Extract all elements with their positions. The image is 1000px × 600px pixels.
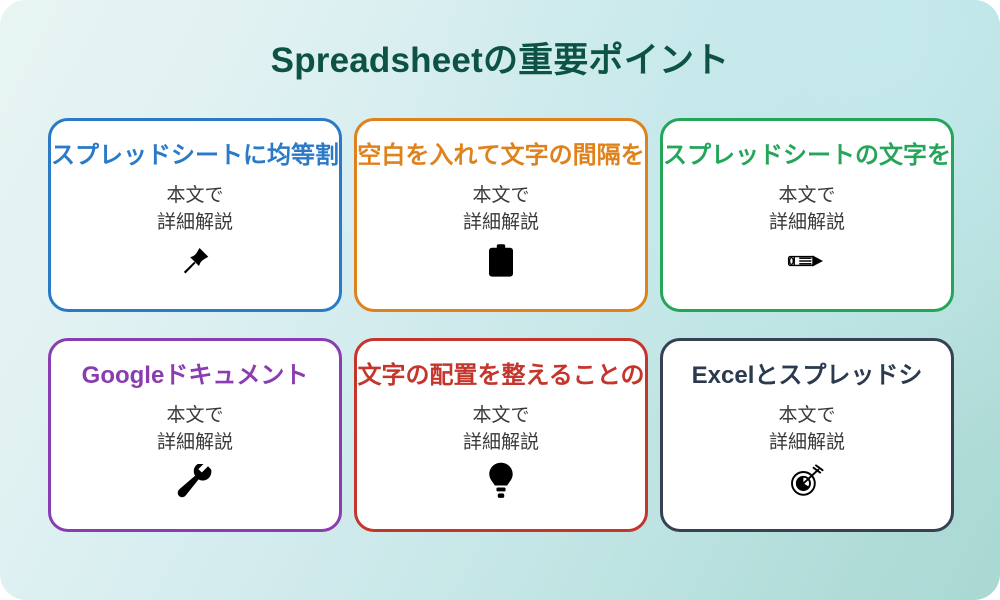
card-item[interactable]: スプレッドシートに均等割 本文で 詳細解説: [48, 118, 342, 312]
card-body-text: 本文で 詳細解説: [156, 185, 233, 234]
card-item[interactable]: 文字の配置を整えることの 本文で 詳細解説: [354, 338, 648, 532]
pencil-icon: [787, 241, 827, 281]
card-heading: 文字の配置を整えることの: [357, 362, 645, 389]
card-body-text: 本文で 詳細解説: [462, 405, 539, 454]
card-body-text: 本文で 詳細解説: [462, 185, 539, 234]
clipboard-icon: [485, 241, 517, 281]
card-heading: Googleドキュメント: [81, 362, 309, 389]
card-heading: スプレッドシートの文字を: [663, 142, 951, 169]
card-content: Googleドキュメント 本文で 詳細解説: [51, 341, 339, 529]
card-heading: スプレッドシートに均等割: [51, 142, 339, 169]
card-content: スプレッドシートの文字を 本文で 詳細解説: [663, 121, 951, 309]
card-content: Excelとスプレッドシ 本文で 詳細解説: [663, 341, 951, 529]
card-content: 空白を入れて文字の間隔を 本文で 詳細解説: [357, 121, 645, 309]
card-item[interactable]: Excelとスプレッドシ 本文で 詳細解説: [660, 338, 954, 532]
page-title: Spreadsheetの重要ポイント: [270, 41, 730, 80]
card-item[interactable]: 空白を入れて文字の間隔を 本文で 詳細解説: [354, 118, 648, 312]
card-body-text: 本文で 詳細解説: [156, 405, 233, 454]
card-content: 文字の配置を整えることの 本文で 詳細解説: [357, 341, 645, 529]
card-item[interactable]: スプレッドシートの文字を 本文で 詳細解説: [660, 118, 954, 312]
target-dart-icon: [789, 461, 825, 501]
lightbulb-icon: [488, 461, 514, 501]
card-heading: Excelとスプレッドシ: [691, 362, 923, 389]
card-heading: 空白を入れて文字の間隔を: [357, 142, 645, 169]
card-grid: スプレッドシートに均等割 本文で 詳細解説 空白を入れて文字の間隔を 本文で 詳…: [48, 118, 954, 532]
card-body-text: 本文で 詳細解説: [768, 405, 845, 454]
card-body-text: 本文で 詳細解説: [768, 185, 845, 234]
wrench-icon: [176, 461, 214, 501]
pushpin-icon: [178, 241, 212, 281]
card-content: スプレッドシートに均等割 本文で 詳細解説: [51, 121, 339, 309]
card-item[interactable]: Googleドキュメント 本文で 詳細解説: [48, 338, 342, 532]
